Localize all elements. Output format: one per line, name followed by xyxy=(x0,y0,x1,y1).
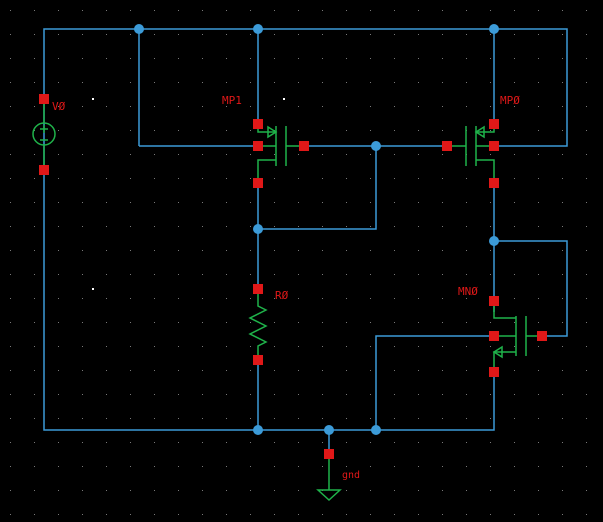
gnd-label: gnd xyxy=(342,470,360,481)
junction-node xyxy=(371,425,381,435)
wire-gate-to-mp1-drain xyxy=(258,146,377,230)
wire-mn0-body xyxy=(375,335,494,430)
pin xyxy=(253,178,263,188)
junction-node xyxy=(253,425,263,435)
pin xyxy=(489,178,499,188)
voltage-source-v0[interactable]: VØ xyxy=(32,100,66,165)
pmos-mp1[interactable]: MP1 xyxy=(222,94,299,183)
junction-node xyxy=(489,24,499,34)
pin xyxy=(253,355,263,365)
junction-node xyxy=(253,24,263,34)
grid-markers xyxy=(92,98,285,290)
junction-node xyxy=(371,141,381,151)
mp0-label: MPØ xyxy=(500,94,520,107)
junction-node xyxy=(134,24,144,34)
mn0-label: MNØ xyxy=(458,285,478,298)
pin xyxy=(253,141,263,151)
pin xyxy=(442,141,452,151)
pin xyxy=(299,141,309,151)
pin xyxy=(489,331,499,341)
wire-mn0-gate xyxy=(494,240,568,337)
junction-node xyxy=(324,425,334,435)
wires xyxy=(43,28,568,453)
junction-node xyxy=(253,224,263,234)
pin xyxy=(489,367,499,377)
resistor-r0[interactable]: RØ xyxy=(248,288,289,359)
grid-dots xyxy=(10,10,587,515)
pin xyxy=(324,449,334,459)
junction-node xyxy=(489,236,499,246)
wire-top-rail xyxy=(43,28,568,170)
pmos-mp0[interactable]: MPØ xyxy=(452,94,520,183)
pin xyxy=(537,331,547,341)
pin xyxy=(489,119,499,129)
pin xyxy=(253,119,263,129)
v0-label: VØ xyxy=(52,100,66,113)
pin xyxy=(489,296,499,306)
pin xyxy=(253,284,263,294)
mp1-label: MP1 xyxy=(222,94,242,107)
pins[interactable] xyxy=(39,94,547,459)
pin xyxy=(489,141,499,151)
r0-label: RØ xyxy=(275,289,289,302)
junction-nodes xyxy=(134,24,499,435)
wire-bottom-rail xyxy=(43,170,376,431)
wire-mn0-source xyxy=(376,372,495,431)
ground-symbol[interactable]: gnd xyxy=(316,453,360,502)
pin xyxy=(39,94,49,104)
pin xyxy=(39,165,49,175)
